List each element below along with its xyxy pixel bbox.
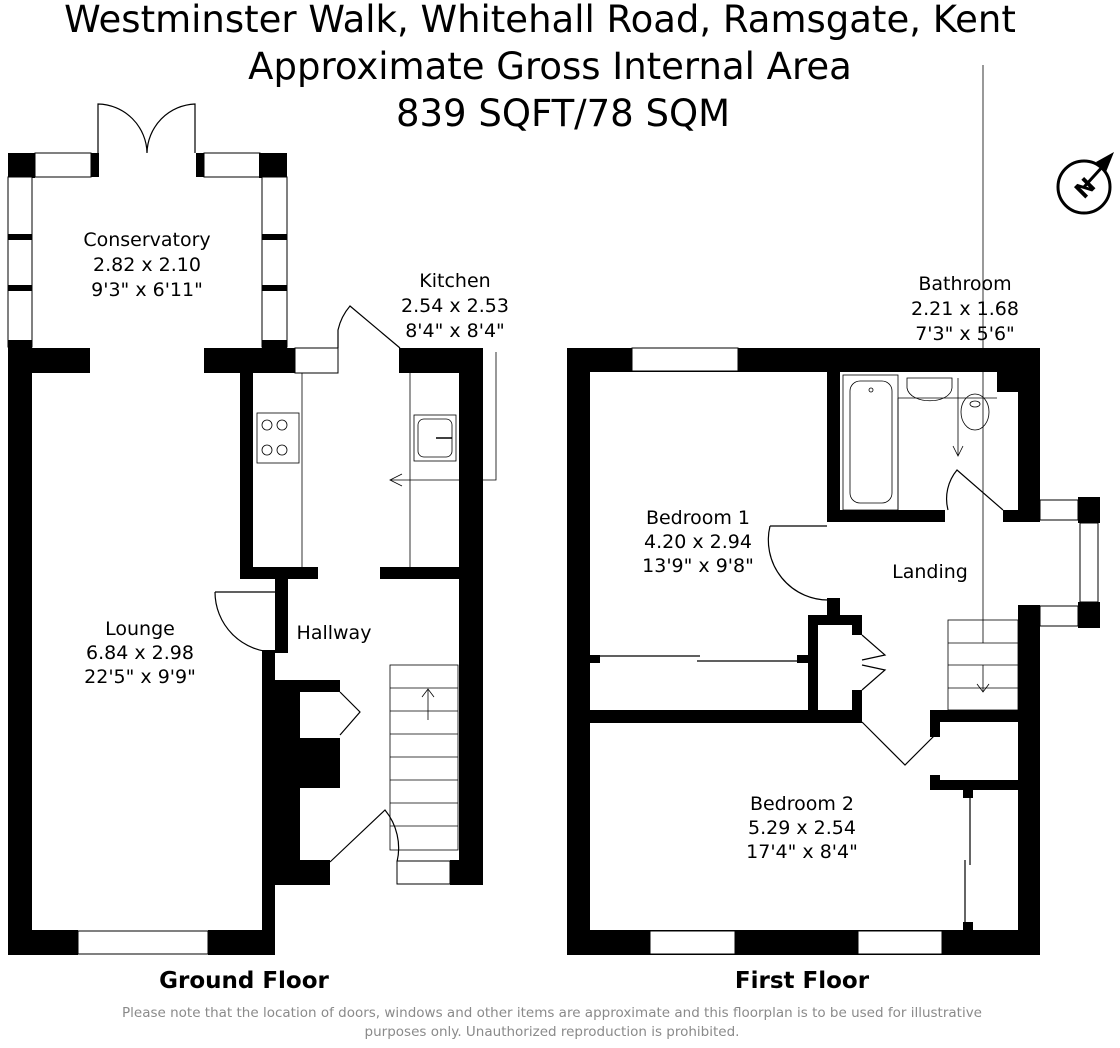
ground-floor-label: Ground Floor [159, 968, 329, 994]
hallway-name: Hallway [297, 622, 372, 644]
lounge-metric: 6.84 x 2.98 [86, 642, 194, 664]
bedroom1-metric: 4.20 x 2.94 [644, 531, 752, 553]
bedroom2-metric: 5.29 x 2.54 [748, 817, 856, 839]
ground-floor-plan: Conservatory 2.82 x 2.10 9'3" x 6'11" Ki… [7, 103, 509, 994]
hob-icon [256, 412, 300, 464]
first-floor-plan: Bathroom 2.21 x 1.68 7'3" x 5'6" Bedroom… [567, 65, 1100, 994]
bedroom1-imperial: 13'9" x 9'8" [642, 555, 754, 577]
bedroom2-name: Bedroom 2 [750, 793, 854, 815]
north-compass-icon: N [1056, 152, 1114, 215]
conservatory-metric: 2.82 x 2.10 [93, 254, 201, 276]
bathroom-imperial: 7'3" x 5'6" [915, 323, 1015, 345]
basin-icon [906, 377, 953, 401]
kitchen-imperial: 8'4" x 8'4" [405, 320, 505, 342]
bathroom-metric: 2.21 x 1.68 [911, 298, 1019, 320]
landing-name: Landing [892, 561, 968, 583]
disclaimer-line-2: purposes only. Unauthorized reproduction… [365, 1024, 740, 1040]
toilet-icon [960, 393, 990, 431]
header: Westminster Walk, Whitehall Road, Ramsga… [64, 0, 1016, 135]
lounge-imperial: 22'5" x 9'9" [84, 666, 196, 688]
compass-label: N [1070, 173, 1101, 204]
disclaimer-line-1: Please note that the location of doors, … [122, 1005, 982, 1021]
kitchen-metric: 2.54 x 2.53 [401, 295, 509, 317]
area-value: 839 SQFT/78 SQM [396, 92, 730, 135]
area-heading: Approximate Gross Internal Area [248, 45, 852, 88]
sink-icon [413, 414, 457, 462]
conservatory-imperial: 9'3" x 6'11" [91, 279, 203, 301]
property-address: Westminster Walk, Whitehall Road, Ramsga… [64, 0, 1016, 41]
bedroom2-imperial: 17'4" x 8'4" [746, 841, 858, 863]
first-floor-label: First Floor [735, 968, 870, 994]
bath-icon [842, 374, 899, 511]
bedroom1-name: Bedroom 1 [646, 507, 750, 529]
disclaimer: Please note that the location of doors, … [122, 1005, 982, 1040]
kitchen-name: Kitchen [419, 270, 490, 292]
bathroom-name: Bathroom [918, 273, 1011, 295]
lounge-name: Lounge [105, 618, 175, 640]
stairs-icon [389, 664, 459, 851]
conservatory-name: Conservatory [83, 229, 210, 251]
